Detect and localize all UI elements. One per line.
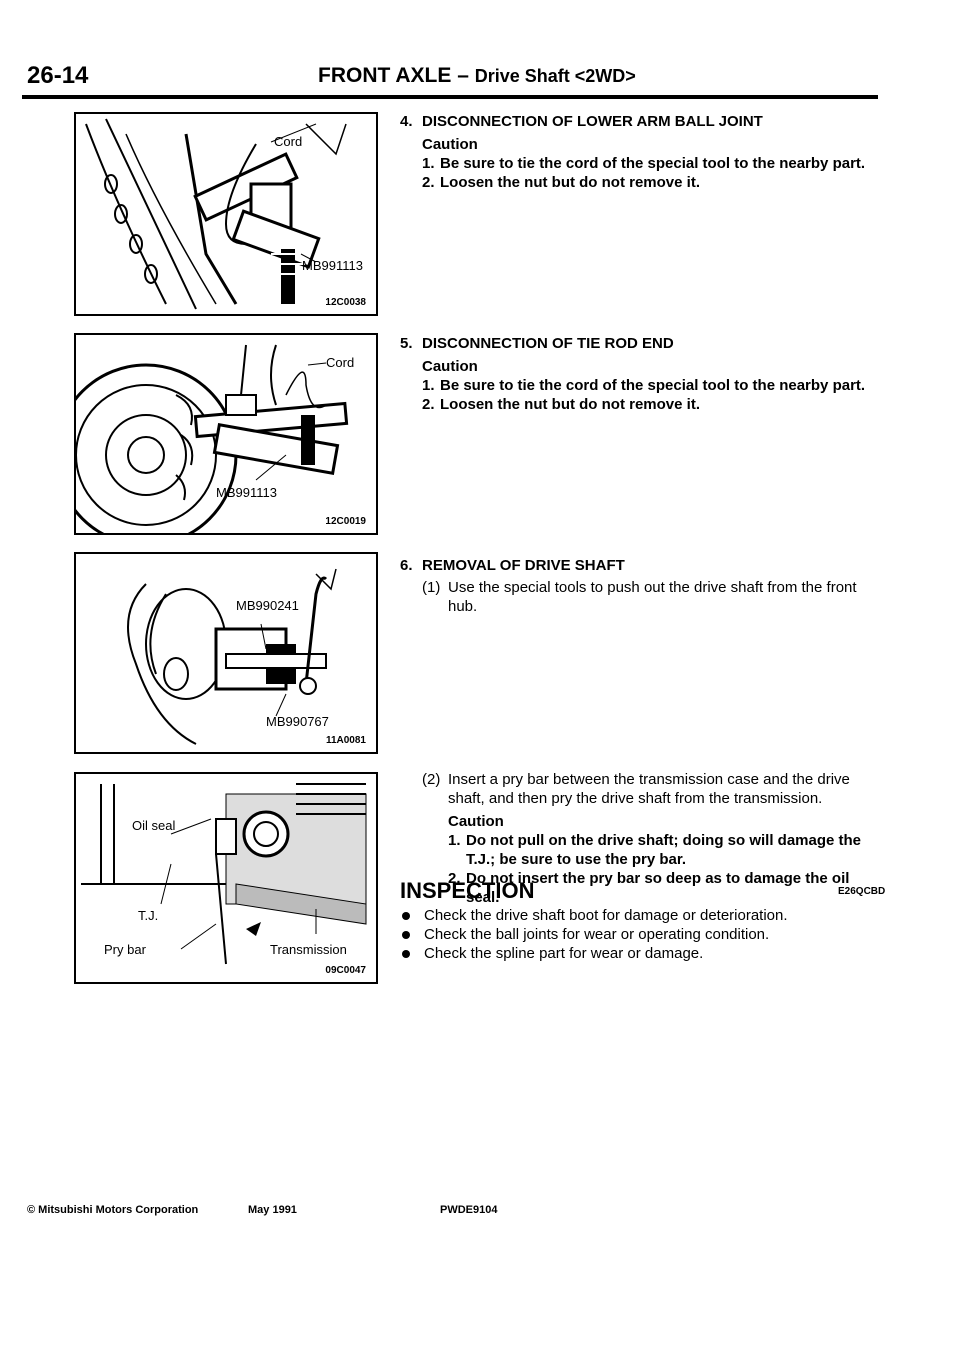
item-text: Loosen the nut but do not remove it. <box>440 174 700 191</box>
label-tj: T.J. <box>138 908 159 923</box>
section-lower-arm-ball-joint: 4.DISCONNECTION OF LOWER ARM BALL JOINT … <box>400 112 885 192</box>
inspection-item: Check the spline part for wear or damage… <box>400 944 885 963</box>
step-number: (2) <box>422 771 441 788</box>
section-number: 5. <box>400 335 413 352</box>
section-removal-drive-shaft: 6. REMOVAL OF DRIVE SHAFT (1) Use the spec… <box>400 556 885 616</box>
hub-puller-illustration <box>127 568 337 745</box>
item-text: Loosen the nut but do not remove it. <box>440 396 700 413</box>
section-removal-step-2: (2) Insert a pry bar between the transmis… <box>400 770 885 907</box>
item-text: Do not insert the pry bar so deep as to … <box>466 870 850 906</box>
item-number: 1. <box>422 377 435 394</box>
item-number: 1. <box>422 155 435 172</box>
label-tool: MB991113 <box>216 485 277 500</box>
section-title: DISCONNECTION OF TIE ROD END <box>422 335 674 352</box>
item-number: 2. <box>448 870 461 887</box>
section-title: REMOVAL OF DRIVE SHAFT <box>422 557 625 574</box>
caution-item: 2. Do not insert the pry bar so deep as t… <box>400 869 885 907</box>
title-subtitle: Drive Shaft <2WD> <box>474 66 636 86</box>
step-number: (1) <box>422 579 441 596</box>
figure-code: 12C0038 <box>325 297 366 308</box>
figure-tie-rod: Cord MB991113 12C0019 <box>74 333 378 535</box>
caution-item: 1. Be sure to tie the cord of the special… <box>400 154 885 173</box>
inspection-list: Check the drive shaft boot for damage or… <box>400 906 885 963</box>
step-1: (1) Use the special tools to push out the… <box>400 578 885 616</box>
caution-list: 1. Be sure to tie the cord of the special… <box>400 376 885 414</box>
step-text: Use the special tools to push out the dr… <box>448 579 857 615</box>
page-title: FRONT AXLE – Drive Shaft <2WD> <box>318 64 636 88</box>
label-cord: Cord <box>274 134 303 149</box>
inspection-code: E26QCBD <box>838 886 886 897</box>
figure-code: 12C0019 <box>325 516 366 527</box>
footer-copyright: © Mitsubishi Motors Corporation <box>27 1204 199 1216</box>
figure-pry-bar: Oil seal T.J. Pry bar Transmission 09C00… <box>74 772 378 984</box>
inspection-item: Check the drive shaft boot for damage or… <box>400 906 885 925</box>
caution-label: Caution <box>422 358 478 375</box>
pry-bar-illustration <box>81 783 367 965</box>
figure-hub-puller: MB990241 MB990767 11A0081 <box>74 552 378 754</box>
title-main: FRONT AXLE <box>318 64 452 87</box>
label-tool-upper: MB990241 <box>236 598 299 613</box>
section-number: 6. <box>400 557 413 574</box>
figure-ball-joint: Cord MB991113 12C0038 <box>74 112 378 316</box>
item-text: Be sure to tie the cord of the special t… <box>440 377 866 394</box>
caution-item: 1. Do not pull on the drive shaft; doing … <box>400 831 885 869</box>
section-heading: 4. DISCONNECTION OF LOWER ARM BALL JOINT <box>400 112 885 131</box>
figure-code: 09C0047 <box>325 965 366 976</box>
step-2: (2) Insert a pry bar between the transmis… <box>400 770 885 808</box>
section-tie-rod-end: 5. DISCONNECTION OF TIE ROD END Caution 1… <box>400 334 885 414</box>
label-tool-lower: MB990767 <box>266 714 329 729</box>
caution-label: Caution <box>422 136 478 153</box>
figure-code: 11A0081 <box>325 735 366 746</box>
footer-doc-code: PWDE9104 <box>440 1204 498 1216</box>
caution-item: 2. Loosen the nut but do not remove it. <box>400 173 885 192</box>
section-heading: 5. DISCONNECTION OF TIE ROD END <box>400 334 885 353</box>
caution-list: 1. Be sure to tie the cord of the special… <box>400 154 885 192</box>
title-dash: – <box>451 64 475 87</box>
item-number: 2. <box>422 174 435 191</box>
item-text: Be sure to tie the cord of the special t… <box>440 155 866 172</box>
label-tool: MB991113 <box>302 258 363 273</box>
section-title: DISCONNECTION OF LOWER ARM BALL JOINT <box>422 113 763 130</box>
label-oil-seal: Oil seal <box>132 818 176 833</box>
caution-item: 2. Loosen the nut but do not remove it. <box>400 395 885 414</box>
label-transmission: Transmission <box>270 942 347 957</box>
section-heading: 6. REMOVAL OF DRIVE SHAFT <box>400 556 885 575</box>
page-number: 26-14 <box>27 62 89 89</box>
label-cord: Cord <box>326 355 355 370</box>
inspection-title: INSPECTION <box>400 878 535 903</box>
ball-joint-illustration <box>85 118 347 310</box>
item-text: Do not pull on the drive shaft; doing so… <box>466 832 862 868</box>
caution-label: Caution <box>448 813 504 830</box>
section-number: 4. <box>400 113 413 130</box>
item-number: 1. <box>448 832 461 849</box>
caution-list: 1. Do not pull on the drive shaft; doing … <box>400 831 885 907</box>
footer-date: May 1991 <box>248 1204 297 1216</box>
inspection-item: Check the ball joints for wear or operat… <box>400 925 885 944</box>
header-rule <box>22 95 878 99</box>
caution-item: 1. Be sure to tie the cord of the special… <box>400 376 885 395</box>
step-text: Insert a pry bar between the transmissio… <box>448 771 850 807</box>
item-number: 2. <box>422 396 435 413</box>
tie-rod-illustration <box>76 344 349 533</box>
label-pry-bar: Pry bar <box>104 942 146 957</box>
